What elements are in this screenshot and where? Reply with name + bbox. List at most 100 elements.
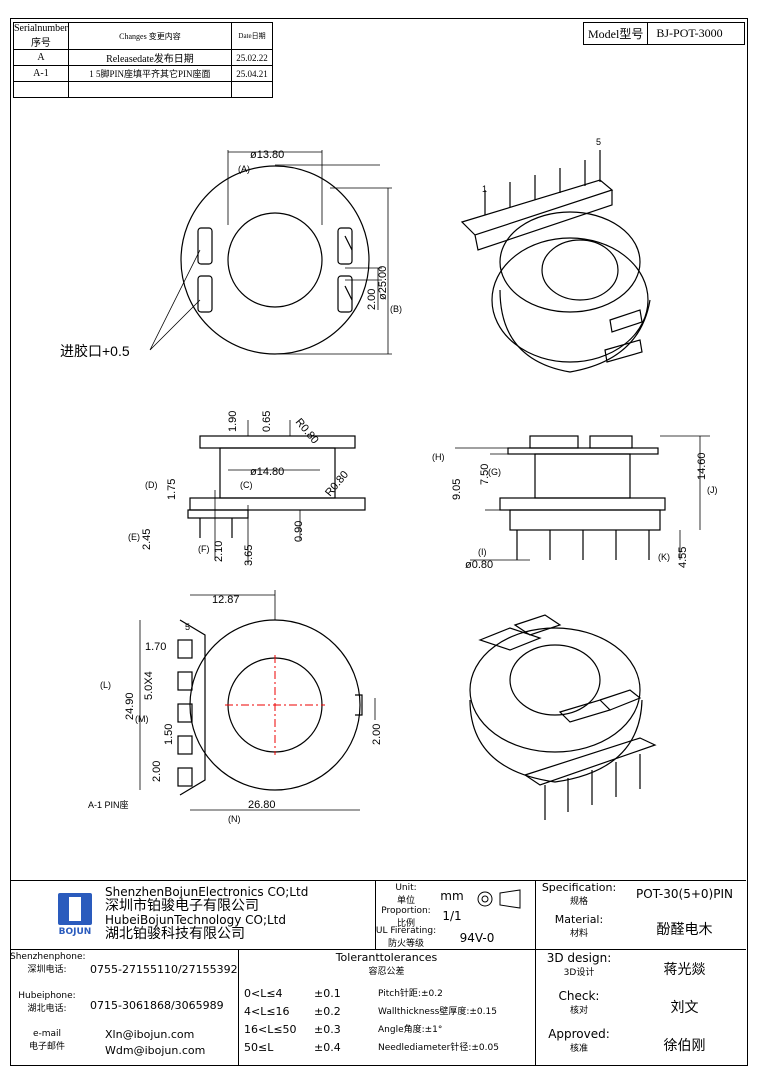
ul-label: UL Firerating: (375, 926, 437, 936)
pin-label-first: 1 (482, 184, 487, 194)
logo-text: BOJUN (58, 927, 92, 937)
dim-radius-1: R0.80 (293, 416, 321, 446)
a1-note: A-1 PIN座 (88, 799, 129, 810)
note-pitch: Pitch针距:±0.2 (378, 989, 443, 999)
dim-slot: 2.00 (366, 289, 378, 310)
dim-bottom-top: 12.87 (212, 594, 240, 606)
tolerance-row: 4<L≤16±0.2 (244, 1005, 341, 1018)
dim-side-6: 3.65 (243, 545, 255, 566)
material-value: 酚醛电木 (656, 922, 713, 938)
dim-bottom-slot: 2.00 (371, 724, 383, 745)
mark-i: (I) (478, 547, 487, 557)
model-label: Model型号 (582, 22, 649, 45)
dim-side-3: 1.75 (166, 479, 178, 500)
hb-phone: 0715-3061868/3065989 (90, 999, 224, 1012)
approved-cn: 核准 (569, 1044, 588, 1054)
technical-drawing: ø13.80 (A) ø25.00 (B) 2.00 进胶口+0.5 1 5 1… (60, 137, 718, 824)
dim-bottom-m: 5.0X4 (143, 671, 155, 700)
center-lines (225, 655, 325, 755)
mark-e: (E) (128, 532, 140, 542)
mark-h: (H) (432, 452, 445, 462)
spec-value: POT-30(5+0)PIN (636, 887, 733, 901)
front-view (455, 435, 710, 561)
tolerance-row: 16<L≤50±0.3 (244, 1023, 341, 1036)
note-needle: Needlediameter针径:±0.05 (378, 1043, 499, 1053)
company-block: BOJUN ShenzhenBojunElectronics CO;Ltd 深圳… (10, 881, 376, 950)
mark-c: (C) (240, 480, 253, 490)
revision-table: Serialnumber序号 Changes 变更内容 Date日期 A Rel… (13, 22, 273, 98)
email-label: e-mail (32, 1029, 62, 1039)
dim-front-h: 9.05 (451, 479, 463, 500)
spec-cn: 规格 (569, 897, 588, 907)
company-name-en-2: HubeiBojunTechnology CO;Ltd (105, 913, 286, 927)
mark-d: (D) (145, 480, 158, 490)
dim-side-5: 2.10 (213, 541, 225, 562)
sz-phone-label: Shenzhenphone: (10, 952, 86, 962)
dim-pin-dia: ø0.80 (465, 559, 493, 571)
dim-side-1: 1.90 (227, 411, 239, 432)
dim-front-k: 4.55 (677, 547, 689, 568)
mark-j: (J) (707, 485, 718, 495)
dim-pitch: 1.70 (145, 641, 166, 653)
model-value: BJ-POT-3000 (647, 22, 746, 45)
tolerance-block: Toleranttolerances 容忍公差 0<L≤4±0.1 4<L≤16… (238, 949, 536, 1065)
title-block: BOJUN ShenzhenBojunElectronics CO;Ltd 深圳… (10, 880, 746, 1065)
sz-phone: 0755-27155110/27155392 (90, 963, 238, 976)
proportion-cn: 比例 (396, 919, 415, 929)
ul-value: 94V-0 (459, 931, 495, 945)
unit-value: mm (440, 889, 464, 903)
unit-label: Unit: (395, 883, 417, 893)
pin-mark: 5 (185, 622, 190, 632)
dim-side-4: 2.45 (141, 529, 153, 550)
bottom-view (139, 590, 376, 811)
sz-phone-cn: 深圳电话: (27, 965, 67, 975)
design-label: 3D design: (546, 951, 612, 965)
dim-outer-dia: ø25.00 (377, 266, 389, 300)
mark-n: (N) (228, 814, 241, 824)
approval-block: 3D design: 3D设计 蒋光燚 Check: 核对 刘文 Approve… (535, 949, 746, 1065)
dim-side-2: 0.65 (261, 411, 273, 432)
note-angle: Angle角度:±1° (378, 1025, 443, 1035)
dim-bottom-l: 24.90 (124, 692, 136, 720)
dim-inner-side: ø14.80 (250, 466, 284, 478)
side-view (187, 420, 366, 565)
note-wall: Wallthickness壁厚度:±0.15 (378, 1007, 497, 1017)
approved-label: Approved: (548, 1027, 610, 1041)
unit-cn: 单位 (396, 896, 415, 906)
mark-b: (B) (390, 304, 402, 314)
iso-bottom-view (469, 614, 657, 820)
rev-header-date: Date日期 (231, 22, 273, 50)
proportion-label: Proportion: (381, 906, 431, 916)
projection-symbol (475, 889, 525, 912)
mark-m: (M) (135, 714, 149, 724)
mark-a: (A) (238, 164, 250, 174)
dim-bottom-n: 26.80 (248, 799, 276, 811)
check-cn: 核对 (569, 1006, 588, 1016)
unit-block: Unit: 单位 mm Proportion: 比例 1/1 UL Firera… (375, 881, 536, 950)
rev-header-change: Changes 变更内容 (67, 22, 233, 50)
approved-value: 徐伯刚 (663, 1038, 706, 1054)
email-1: Xln@ibojun.com (105, 1028, 195, 1041)
company-logo: BOJUN (55, 893, 95, 939)
material-label: Material: (554, 913, 604, 926)
dim-inner-dia: ø13.80 (250, 149, 284, 161)
iso-top-view (460, 150, 651, 373)
hb-phone-label: Hubeiphone: (18, 991, 76, 1001)
pin-label-last: 5 (596, 137, 601, 147)
top-view (149, 150, 392, 355)
design-cn: 3D设计 (563, 968, 595, 978)
model-box: Model型号 BJ-POT-3000 (582, 22, 746, 45)
dim-bottom-200: 2.00 (151, 761, 163, 782)
mark-g: (G) (488, 467, 501, 477)
mark-k: (K) (658, 552, 670, 562)
dim-bottom-150: 1.50 (163, 724, 175, 745)
dim-radius-2: R0.80 (323, 469, 351, 499)
proportion-value: 1/1 (442, 909, 462, 923)
check-value: 刘文 (670, 1000, 699, 1016)
dim-front-g: 7.50 (479, 464, 491, 485)
dim-side-7: 0.90 (293, 521, 305, 542)
rev-date (231, 81, 273, 98)
tolerance-row: 50≤L±0.4 (244, 1041, 341, 1054)
email-2: Wdm@ibojun.com (105, 1044, 206, 1057)
company-name-en-1: ShenzhenBojunElectronics CO;Ltd (105, 885, 309, 899)
